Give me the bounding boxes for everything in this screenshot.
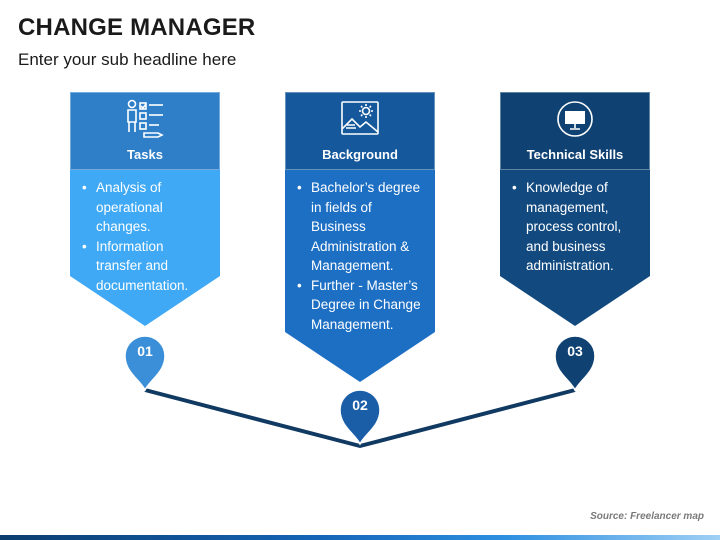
card-tasks: Tasks Analysis of operational changes. I…	[70, 92, 220, 326]
card-header: Background	[285, 92, 435, 170]
map-pin-icon	[339, 389, 381, 446]
page-subtitle: Enter your sub headline here	[18, 50, 237, 69]
bullet-item: Analysis of operational changes.	[82, 178, 212, 237]
computer-monitor-icon	[557, 101, 593, 137]
page-title: CHANGE MANAGER	[18, 14, 256, 41]
card-bullet-list: Knowledge of management, process control…	[500, 170, 650, 276]
card-title: Technical Skills	[526, 147, 624, 162]
card-background: Background Bachelor’s degree in fields o…	[285, 92, 435, 382]
step-pin-03: 03	[552, 334, 598, 392]
map-pin-icon	[124, 335, 166, 392]
card-technical-skills: Technical Skills Knowledge of management…	[500, 92, 650, 326]
landscape-image-icon	[341, 101, 379, 135]
step-number: 01	[137, 343, 153, 359]
card-bullet-list: Bachelor’s degree in fields of Business …	[285, 170, 435, 334]
bullet-item: Knowledge of management, process control…	[512, 178, 642, 276]
source-note: Source: Freelancer map	[590, 511, 704, 522]
bullet-item: Further - Master’s Degree in Change Mana…	[297, 276, 427, 335]
card-body: Analysis of operational changes. Informa…	[70, 170, 220, 326]
step-number: 03	[567, 343, 583, 359]
card-body: Bachelor’s degree in fields of Business …	[285, 170, 435, 382]
step-number: 02	[352, 397, 368, 413]
card-body: Knowledge of management, process control…	[500, 170, 650, 326]
bullet-item: Information transfer and documentation.	[82, 237, 212, 296]
connector-path	[144, 388, 576, 448]
bottom-accent-bar	[0, 535, 720, 540]
card-title: Tasks	[127, 147, 163, 162]
map-pin-icon	[554, 335, 596, 392]
step-pin-01: 01	[122, 334, 168, 392]
card-header: Technical Skills	[500, 92, 650, 170]
tasks-checklist-icon	[127, 99, 164, 138]
step-pin-02: 02	[337, 388, 383, 446]
card-header: Tasks	[70, 92, 220, 170]
card-bullet-list: Analysis of operational changes. Informa…	[70, 170, 220, 295]
bullet-item: Bachelor’s degree in fields of Business …	[297, 178, 427, 276]
card-title: Background	[322, 147, 398, 162]
